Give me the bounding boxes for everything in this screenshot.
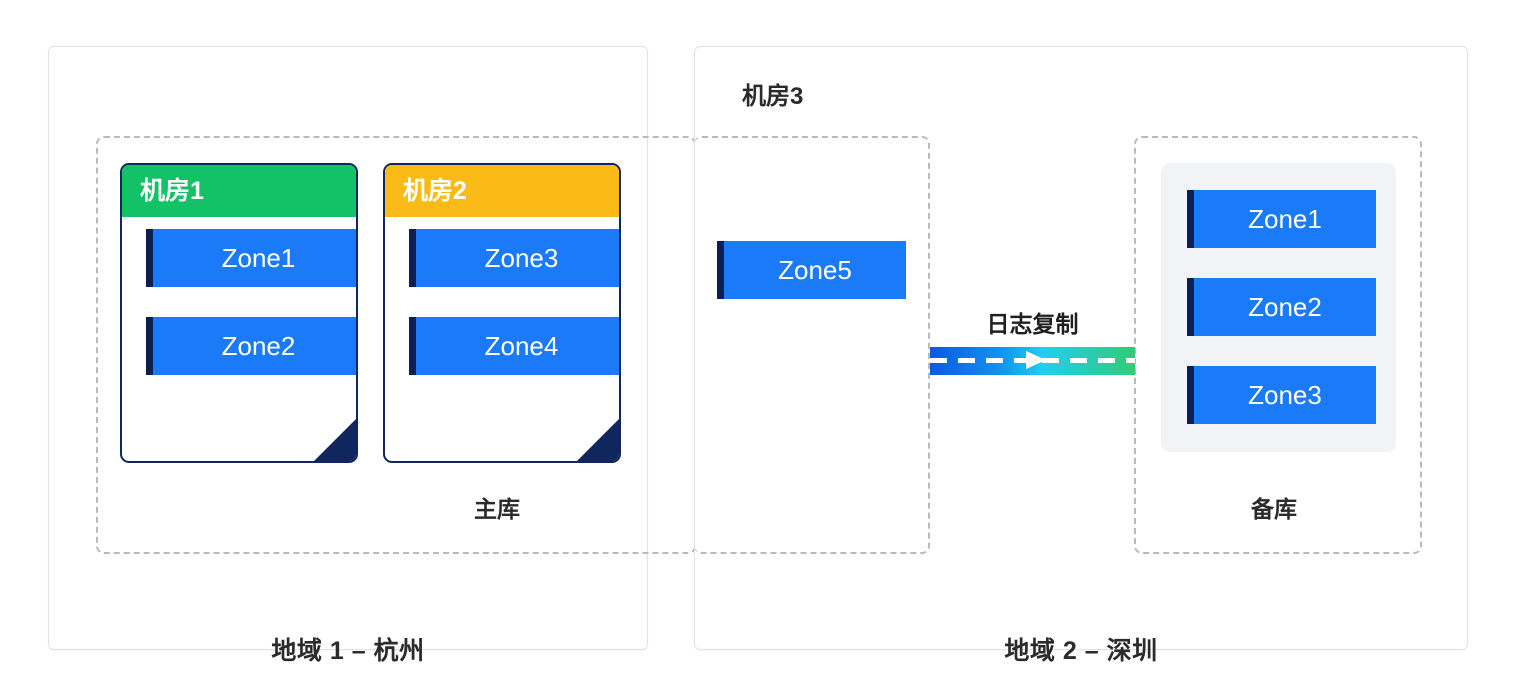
group-jifang3 — [694, 136, 930, 554]
group-caption-primary-database: 主库 — [474, 496, 520, 522]
group-caption-standby-database: 备库 — [1251, 496, 1297, 522]
replication-arrowhead-icon — [1026, 351, 1046, 369]
idc-label-jifang3: 机房3 — [742, 83, 804, 110]
region-caption-shenzhen: 地域 2 – 深圳 — [1004, 637, 1158, 665]
folded-corner-icon — [575, 417, 619, 461]
region-caption-hangzhou: 地域 1 – 杭州 — [271, 637, 425, 665]
zone-chip-zone3-jifang2[interactable]: Zone3 — [409, 229, 619, 287]
idc-card-jifang1[interactable]: 机房1 Zone1 Zone2 — [120, 163, 358, 463]
idc-card-header-jifang1: 机房1 — [122, 165, 356, 217]
zone-chip-zone2-standby[interactable]: Zone2 — [1187, 278, 1376, 336]
idc-card-header-jifang2: 机房2 — [385, 165, 619, 217]
group-standby-database — [1134, 136, 1422, 554]
idc-card-body-jifang2: Zone3 Zone4 — [385, 217, 619, 375]
zone-chip-zone3-standby[interactable]: Zone3 — [1187, 366, 1376, 424]
idc-card-body-jifang1: Zone1 Zone2 — [122, 217, 356, 375]
zone-chip-zone4-jifang2[interactable]: Zone4 — [409, 317, 619, 375]
zone-chip-zone2-jifang1[interactable]: Zone2 — [146, 317, 356, 375]
replication-label: 日志复制 — [986, 311, 1079, 337]
zone-chip-zone1-jifang1[interactable]: Zone1 — [146, 229, 356, 287]
folded-corner-icon — [312, 417, 356, 461]
idc-card-jifang2[interactable]: 机房2 Zone3 Zone4 — [383, 163, 621, 463]
standby-zone-container: Zone1 Zone2 Zone3 — [1161, 163, 1396, 452]
replication-arrow — [930, 347, 1135, 375]
zone-chip-zone5-jifang3[interactable]: Zone5 — [717, 241, 906, 299]
zone-chip-zone1-standby[interactable]: Zone1 — [1187, 190, 1376, 248]
